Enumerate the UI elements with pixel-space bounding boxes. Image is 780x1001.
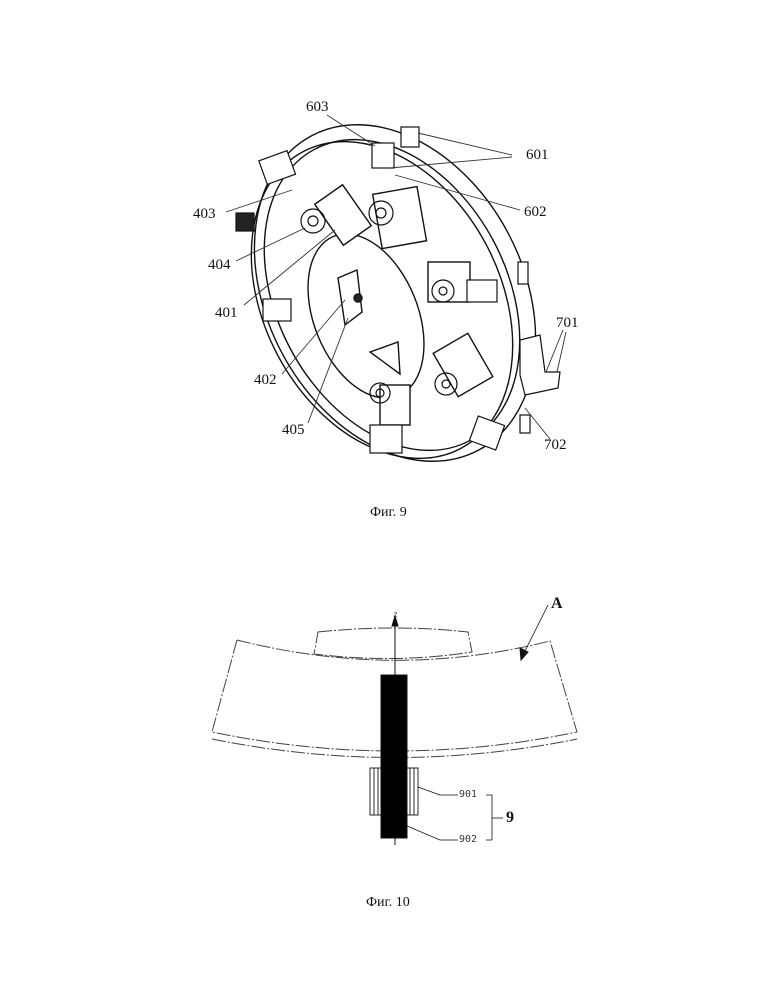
label-403: 403 xyxy=(193,207,216,222)
label-A: A xyxy=(551,596,563,612)
shaft-902 xyxy=(381,675,407,838)
label-401: 401 xyxy=(215,306,238,321)
figure-9-caption: Фиг. 9 xyxy=(370,505,407,521)
figure-9-drawing xyxy=(198,76,591,511)
label-602: 602 xyxy=(524,205,547,220)
label-402: 402 xyxy=(254,373,277,388)
label-603: 603 xyxy=(306,100,329,115)
label-z-axis: z xyxy=(393,611,398,619)
label-9: 9 xyxy=(506,810,514,826)
label-701: 701 xyxy=(556,316,579,331)
figure-10-solid xyxy=(370,605,548,845)
figure-10-leaders xyxy=(407,605,548,840)
arrow-A xyxy=(520,648,528,660)
label-601: 601 xyxy=(526,148,549,163)
label-902: 902 xyxy=(459,835,477,845)
label-901: 901 xyxy=(459,790,477,800)
central-hole xyxy=(286,217,447,415)
label-702: 702 xyxy=(544,438,567,453)
label-405: 405 xyxy=(282,423,305,438)
label-404: 404 xyxy=(208,258,231,273)
figure-10-caption: Фиг. 10 xyxy=(366,895,410,911)
tab-outline xyxy=(314,628,472,659)
